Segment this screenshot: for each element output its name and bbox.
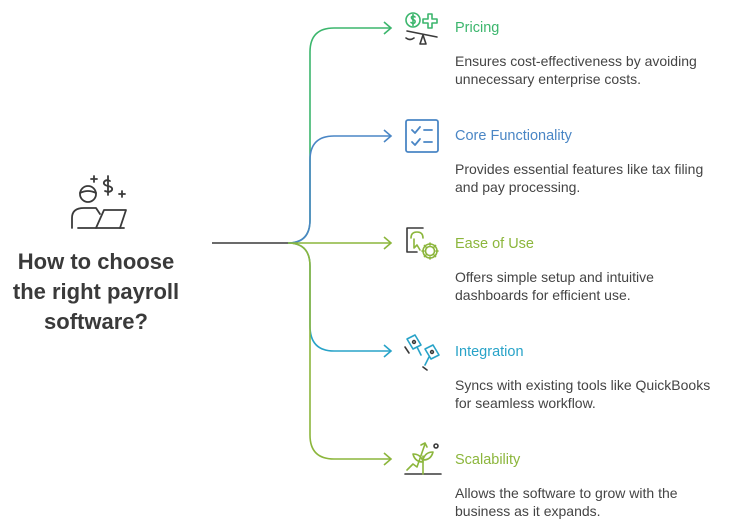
title-line-3: software? [44,309,148,334]
branch-line-integration [287,242,390,352]
branch-title-ease-of-use: Ease of Use [455,236,534,252]
branch-title-integration: Integration [455,344,524,360]
diagram-title: How to choose the right payroll software… [0,247,192,337]
desc-line: Offers simple setup and intuitive [455,269,654,285]
growing-plant-icon [404,442,442,475]
branch-title-scalability: Scalability [455,452,521,468]
desc-line: Ensures cost-effectiveness by avoiding [455,53,697,69]
scale-balance-icon [405,12,438,45]
branch-line-scalability [287,242,390,460]
plug-connector-icon [404,334,440,371]
branch-arrow-ease [383,236,393,250]
desc-line: business as it expands. [455,503,601,519]
checklist-icon [405,119,439,153]
branch-title-core-functionality: Core Functionality [455,128,572,144]
desc-line: Allows the software to grow with the [455,485,678,501]
title-line-1: How to choose [17,249,175,274]
desc-line: Provides essential features like tax fil… [455,161,704,177]
branch-desc-pricing: Ensures cost-effectiveness by avoiding u… [455,52,737,88]
person-laptop-dollar-icon [71,175,127,229]
branch-desc-core-functionality: Provides essential features like tax fil… [455,160,737,196]
branch-desc-scalability: Allows the software to grow with the bus… [455,484,737,520]
branch-arrow-core [383,129,393,143]
desc-line: dashboards for efficient use. [455,287,631,303]
gear-pointer-icon [406,227,439,260]
desc-line: unnecessary enterprise costs. [455,71,641,87]
desc-line: Syncs with existing tools like QuickBook… [455,377,711,393]
branch-line-core [287,135,390,244]
desc-line: for seamless workflow. [455,395,596,411]
desc-line: and pay processing. [455,179,581,195]
branch-desc-integration: Syncs with existing tools like QuickBook… [455,376,737,412]
branch-desc-ease-of-use: Offers simple setup and intuitive dashbo… [455,268,737,304]
title-line-2: the right payroll [12,279,180,304]
branch-arrow-pricing [383,21,393,35]
branch-arrow-scalability [383,452,393,466]
branch-title-pricing: Pricing [455,20,500,36]
branch-arrow-integration [383,344,393,358]
